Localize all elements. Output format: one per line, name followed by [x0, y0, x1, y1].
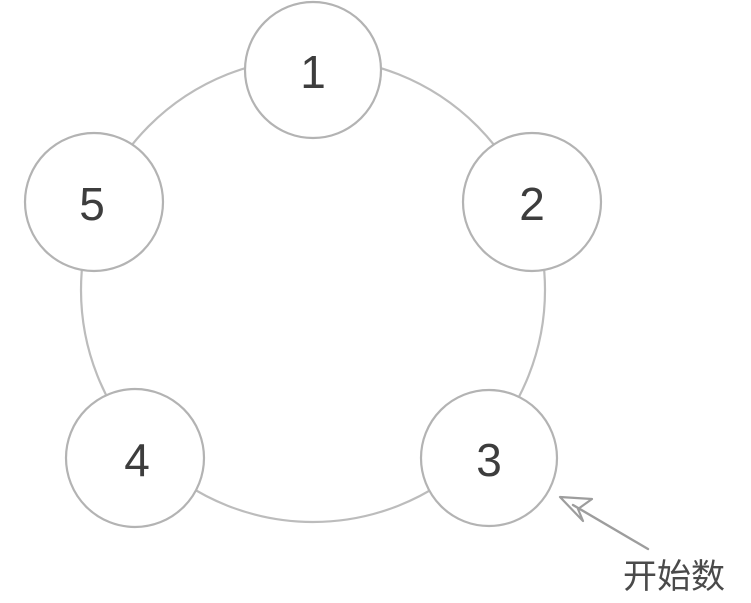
node-3-label: 3: [476, 434, 502, 486]
node-4-label: 4: [124, 434, 150, 486]
node-5-label: 5: [79, 178, 105, 230]
node-3[interactable]: 3: [419, 388, 559, 528]
node-3-circle[interactable]: [419, 388, 559, 528]
node-1[interactable]: 1: [243, 0, 383, 140]
node-1-label: 1: [300, 46, 326, 98]
node-4-circle[interactable]: [64, 387, 206, 529]
arrow-shaft-line: [571, 503, 650, 551]
arrow-head-icon: [558, 495, 594, 523]
node-2-circle[interactable]: [461, 131, 603, 273]
node-5[interactable]: 5: [23, 131, 165, 273]
annotation-arrow: [558, 495, 650, 551]
node-4[interactable]: 4: [64, 387, 206, 529]
node-2-label: 2: [519, 178, 545, 230]
node-1-circle[interactable]: [243, 0, 383, 140]
node-5-circle[interactable]: [23, 131, 165, 273]
annotation-label: 开始数: [623, 557, 725, 597]
node-2[interactable]: 2: [461, 131, 603, 273]
